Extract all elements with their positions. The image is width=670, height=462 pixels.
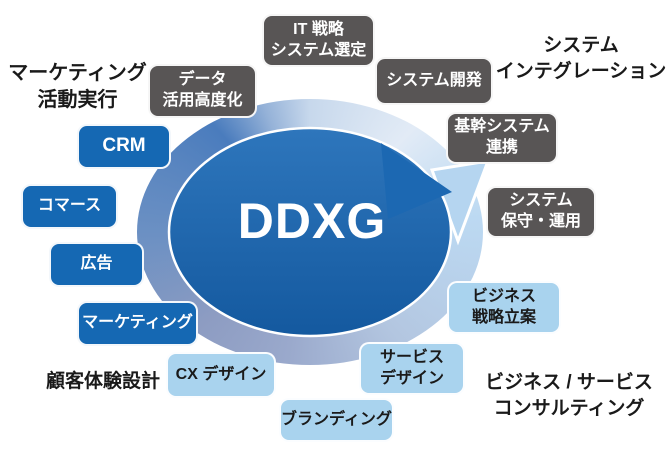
- box-business-strategy: ビジネス 戦略立案: [447, 281, 561, 334]
- cycle-arrowhead-dark-icon: [381, 143, 452, 219]
- label-line: IT 戦略: [293, 20, 344, 38]
- label-line: 基幹システム: [454, 118, 550, 136]
- label-customer-experience: 顧客体験設計: [40, 369, 166, 395]
- label-line: システム開発: [386, 71, 482, 89]
- label-line: 戦略立案: [471, 308, 536, 326]
- box-marketing: マーケティング: [77, 301, 198, 346]
- box-data-utilization: データ 活用高度化: [148, 64, 257, 118]
- box-ad: 広告: [49, 242, 144, 287]
- label-line: データ: [178, 71, 227, 89]
- label-line: CRM: [102, 135, 146, 157]
- label-system-integration: システム インテグレーション: [492, 33, 670, 84]
- label-line: ビジネス / サービス: [485, 372, 653, 393]
- label-line: システム選定: [270, 41, 367, 59]
- box-core-system: 基幹システム 連携: [446, 112, 558, 164]
- label-line: 顧客体験設計: [45, 371, 160, 392]
- label-line: サービス: [379, 348, 444, 366]
- label-line: マーケティング: [82, 314, 193, 332]
- label-line: ビジネス: [471, 287, 536, 305]
- label-line: システム: [509, 192, 573, 210]
- box-system-maintenance: システム 保守・運用: [486, 186, 596, 238]
- label-line: コンサルティング: [493, 397, 645, 419]
- label-line: デザイン: [379, 369, 444, 387]
- label-business-consulting: ビジネス / サービス コンサルティング: [468, 370, 670, 421]
- box-system-dev: システム開発: [375, 57, 493, 105]
- label-line: 保守・運用: [500, 213, 581, 230]
- label-line: 広告: [80, 255, 113, 273]
- box-branding: ブランディング: [279, 398, 394, 442]
- label-line: システム: [543, 35, 619, 56]
- label-line: コマース: [37, 197, 102, 215]
- label-line: ブランディング: [281, 410, 392, 428]
- label-line: CX デザイン: [175, 365, 267, 383]
- center-ellipse: [167, 126, 453, 338]
- box-it-strategy: IT 戦略 システム選定: [262, 14, 375, 67]
- label-line: インテグレーション: [495, 60, 667, 82]
- label-marketing-execution: マーケティング 活動実行: [5, 60, 150, 114]
- label-line: マーケティング: [8, 62, 147, 84]
- box-cx-design: CX デザイン: [166, 352, 276, 398]
- box-service-design: サービス デザイン: [359, 342, 465, 395]
- box-crm: CRM: [77, 124, 171, 169]
- center-title: DDXG: [238, 193, 386, 249]
- label-line: 活動実行: [37, 89, 118, 111]
- label-line: 連携: [485, 139, 518, 156]
- label-line: 活用高度化: [162, 92, 243, 109]
- box-commerce: コマース: [21, 184, 118, 229]
